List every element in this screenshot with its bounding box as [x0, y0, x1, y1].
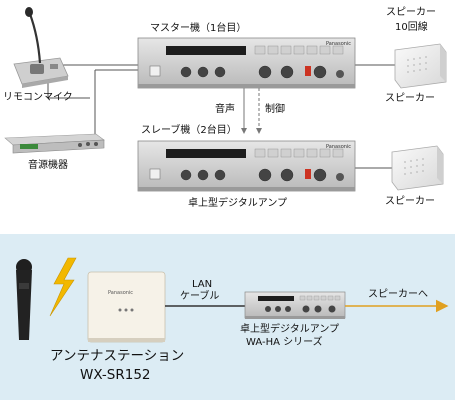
amp-label: 卓上型デジタルアンプ — [188, 198, 288, 209]
audio-device-image — [4, 133, 105, 154]
lightning-icon — [49, 257, 77, 317]
slave-brand-logo: Panasonic — [326, 144, 352, 150]
wa-ha-label-2: WA-HA シリーズ — [246, 337, 323, 348]
speaker-label-2: スピーカー — [385, 93, 435, 104]
audio-label: 音声 — [215, 104, 235, 115]
control-label: 制御 — [265, 104, 285, 115]
antenna-brand-logo: Panasonic — [108, 290, 134, 296]
master-brand-logo: Panasonic — [326, 41, 352, 47]
speaker-to-label: スピーカーへ — [368, 289, 428, 300]
wa-ha-amp-image — [244, 291, 346, 319]
top-cables — [47, 64, 395, 169]
remote-mic-label: リモコンマイク — [3, 92, 73, 103]
antenna-label-2: WX-SR152 — [80, 367, 151, 383]
antenna-station-image — [87, 271, 166, 343]
speaker-label-1b: 10回線 — [395, 22, 428, 33]
lan-label-1: LAN — [192, 279, 213, 290]
speaker-label-1: スピーカー — [386, 7, 436, 18]
speaker-image-2 — [391, 145, 444, 191]
remote-mic-image — [13, 7, 69, 88]
slave-amp-image — [137, 140, 356, 192]
antenna-label-1: アンテナステーション — [50, 348, 185, 364]
wireless-system-panel — [0, 234, 455, 400]
slave-label: スレーブ機（2台目） — [141, 125, 237, 136]
audio-device-label: 音源機器 — [28, 160, 68, 171]
wa-ha-label-1: 卓上型デジタルアンプ — [240, 324, 340, 335]
speaker-image-1 — [394, 43, 447, 89]
master-label: マスター機（1台目） — [150, 23, 247, 34]
speaker-label-3: スピーカー — [385, 196, 435, 207]
master-amp-image — [137, 37, 356, 89]
lan-label-2: ケーブル — [180, 291, 220, 302]
wireless-mic-image — [16, 259, 32, 340]
